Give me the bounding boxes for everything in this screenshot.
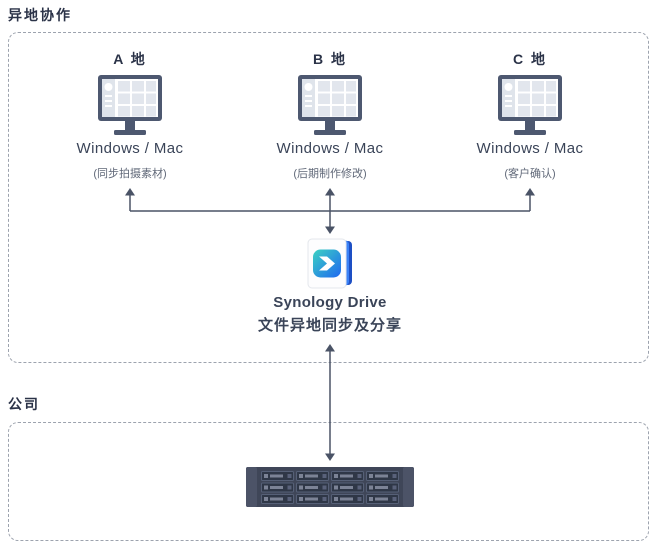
site-b-name: B 地	[313, 51, 347, 67]
synology-drive-icon	[230, 237, 430, 291]
company-section-box	[8, 422, 649, 541]
monitor-icon	[40, 75, 220, 135]
site-b-device: Windows / Mac	[276, 140, 384, 157]
site-a-note: (同步拍摄素材)	[93, 168, 167, 180]
site-c-device: Windows / Mac	[476, 140, 584, 157]
site-c-name: C 地	[513, 51, 547, 67]
drive-title: Synology Drive	[273, 294, 387, 311]
monitor-icon	[240, 75, 420, 135]
site-b-block: B 地 Windows / Mac (后期制作修改)	[240, 50, 420, 181]
remote-section-box	[8, 32, 649, 363]
company-section-title: 公司	[8, 396, 40, 412]
remote-section-title: 异地协作	[8, 7, 72, 23]
site-c-note: (客户确认)	[504, 168, 556, 180]
site-c-block: C 地 Windows / Mac (客户确认)	[440, 50, 620, 181]
site-a-block: A 地 Windows / Mac (同步拍摄素材)	[40, 50, 220, 181]
site-b-note: (后期制作修改)	[293, 168, 367, 180]
site-a-device: Windows / Mac	[76, 140, 184, 157]
drive-subtitle: 文件异地同步及分享	[257, 317, 402, 334]
nas-icon	[246, 467, 414, 507]
synology-drive-block: Synology Drive 文件异地同步及分享	[230, 237, 430, 335]
monitor-icon	[440, 75, 620, 135]
site-a-name: A 地	[113, 51, 147, 67]
